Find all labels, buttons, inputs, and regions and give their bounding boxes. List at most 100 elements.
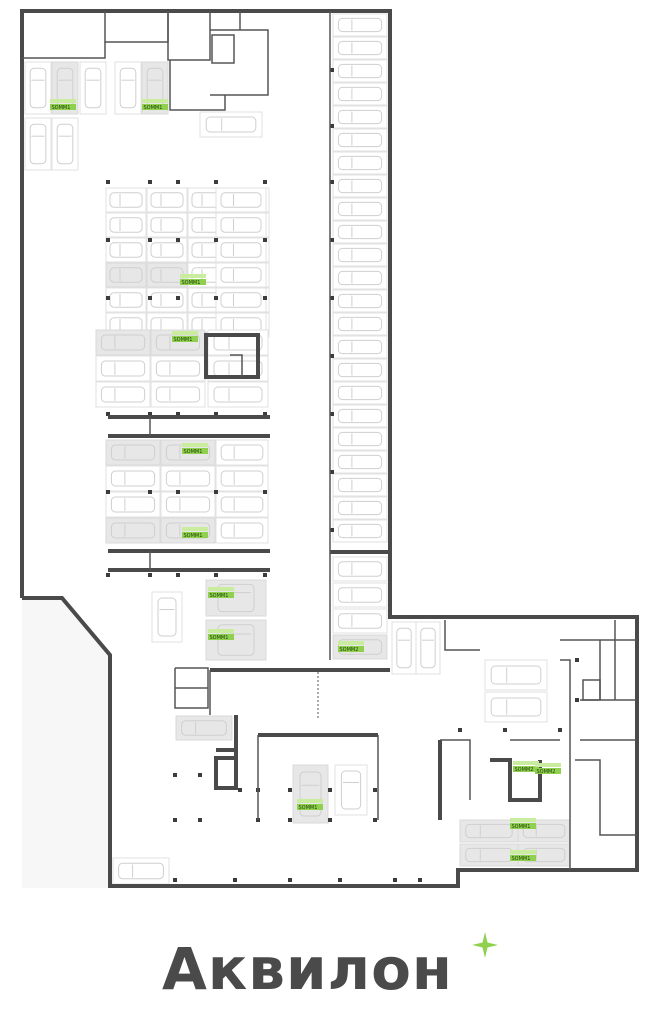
car-outline [181, 720, 227, 736]
car-outline [337, 431, 383, 447]
column [173, 878, 177, 882]
space-label-bg [182, 448, 208, 454]
space-label-sub-bg [513, 761, 539, 765]
column [575, 698, 579, 702]
column [176, 573, 180, 577]
space-label: SOMM1 [180, 274, 206, 286]
parking-bay [332, 335, 388, 359]
car-outline [337, 316, 383, 332]
space-label: SOMM1 [50, 99, 76, 111]
parking-bay [459, 819, 519, 843]
space-label-bg [142, 104, 168, 110]
parking-bay [105, 187, 147, 213]
car-outline [84, 67, 102, 109]
column [173, 773, 177, 777]
space-label-bg [208, 592, 234, 598]
space-label-sub-bg [172, 331, 198, 335]
parking-bay [415, 621, 441, 675]
column [214, 238, 218, 242]
space-label-sub-bg [180, 274, 206, 278]
car-outline [100, 386, 146, 403]
car-outline [337, 17, 383, 33]
column [558, 728, 562, 732]
parking-bay [332, 582, 388, 608]
parking-bay [332, 59, 388, 83]
parking-bay [391, 621, 417, 675]
space-label-code: SOMM2 [340, 647, 359, 653]
column [263, 573, 267, 577]
column [330, 180, 334, 184]
parking-bay [146, 237, 188, 263]
parking-bay [332, 105, 388, 129]
space-label-bg [50, 104, 76, 110]
space-label-bg [297, 804, 323, 810]
space-label-sub-bg [208, 587, 234, 591]
car-outline [337, 155, 383, 171]
column [214, 296, 218, 300]
parking-bay [332, 608, 388, 634]
space-label-code: SOMM1 [52, 105, 71, 111]
space-label-code: SOMM1 [299, 805, 318, 811]
car-outline [150, 192, 184, 208]
car-outline [337, 178, 383, 194]
car-outline [337, 86, 383, 102]
parking-bay [332, 427, 388, 451]
car-outline [522, 823, 566, 839]
parking-bay [151, 591, 183, 643]
car-outline [396, 627, 412, 669]
space-label: SOMM1 [208, 629, 234, 641]
parking-bay [332, 312, 388, 336]
car-outline [337, 63, 383, 79]
car-outline [420, 627, 436, 669]
space-label: SOMM1 [510, 850, 536, 862]
car-outline [100, 360, 146, 377]
column [176, 490, 180, 494]
column [263, 490, 267, 494]
space-label: SOMM2 [535, 763, 561, 775]
column [503, 728, 507, 732]
car-outline [337, 109, 383, 125]
car-outline [337, 339, 383, 355]
car-outline [110, 444, 156, 461]
parking-bay [215, 237, 267, 263]
column [373, 818, 377, 822]
parking-bay [332, 496, 388, 520]
car-outline [157, 597, 177, 637]
car-outline [337, 132, 383, 148]
column [214, 490, 218, 494]
car-outline [337, 362, 383, 378]
column [338, 878, 342, 882]
column [106, 573, 110, 577]
column [330, 470, 334, 474]
car-outline [155, 386, 201, 403]
car-outline [165, 470, 211, 487]
parking-bay [160, 491, 216, 518]
car-outline [337, 408, 383, 424]
car-outline [220, 444, 264, 461]
car-outline [109, 192, 143, 208]
car-outline [220, 192, 262, 208]
parking-bay [146, 212, 188, 238]
space-label-code: SOMM1 [174, 337, 193, 343]
car-outline [220, 217, 262, 233]
parking-bay [332, 174, 388, 198]
space-label-code: SOMM1 [184, 533, 203, 539]
column [263, 296, 267, 300]
car-outline [165, 496, 211, 513]
column [373, 788, 377, 792]
car-outline [110, 470, 156, 487]
parking-bay [332, 82, 388, 106]
parking-bay [146, 187, 188, 213]
parking-bay [51, 117, 79, 171]
space-label-sub-bg [510, 818, 536, 822]
space-label-sub-bg [535, 763, 561, 767]
parking-bay [215, 517, 269, 544]
car-outline [299, 771, 322, 817]
parking-bay [105, 262, 147, 288]
column [148, 180, 152, 184]
parking-bay [146, 287, 188, 313]
car-outline [337, 477, 383, 493]
parking-bay [95, 381, 151, 408]
column [106, 238, 110, 242]
